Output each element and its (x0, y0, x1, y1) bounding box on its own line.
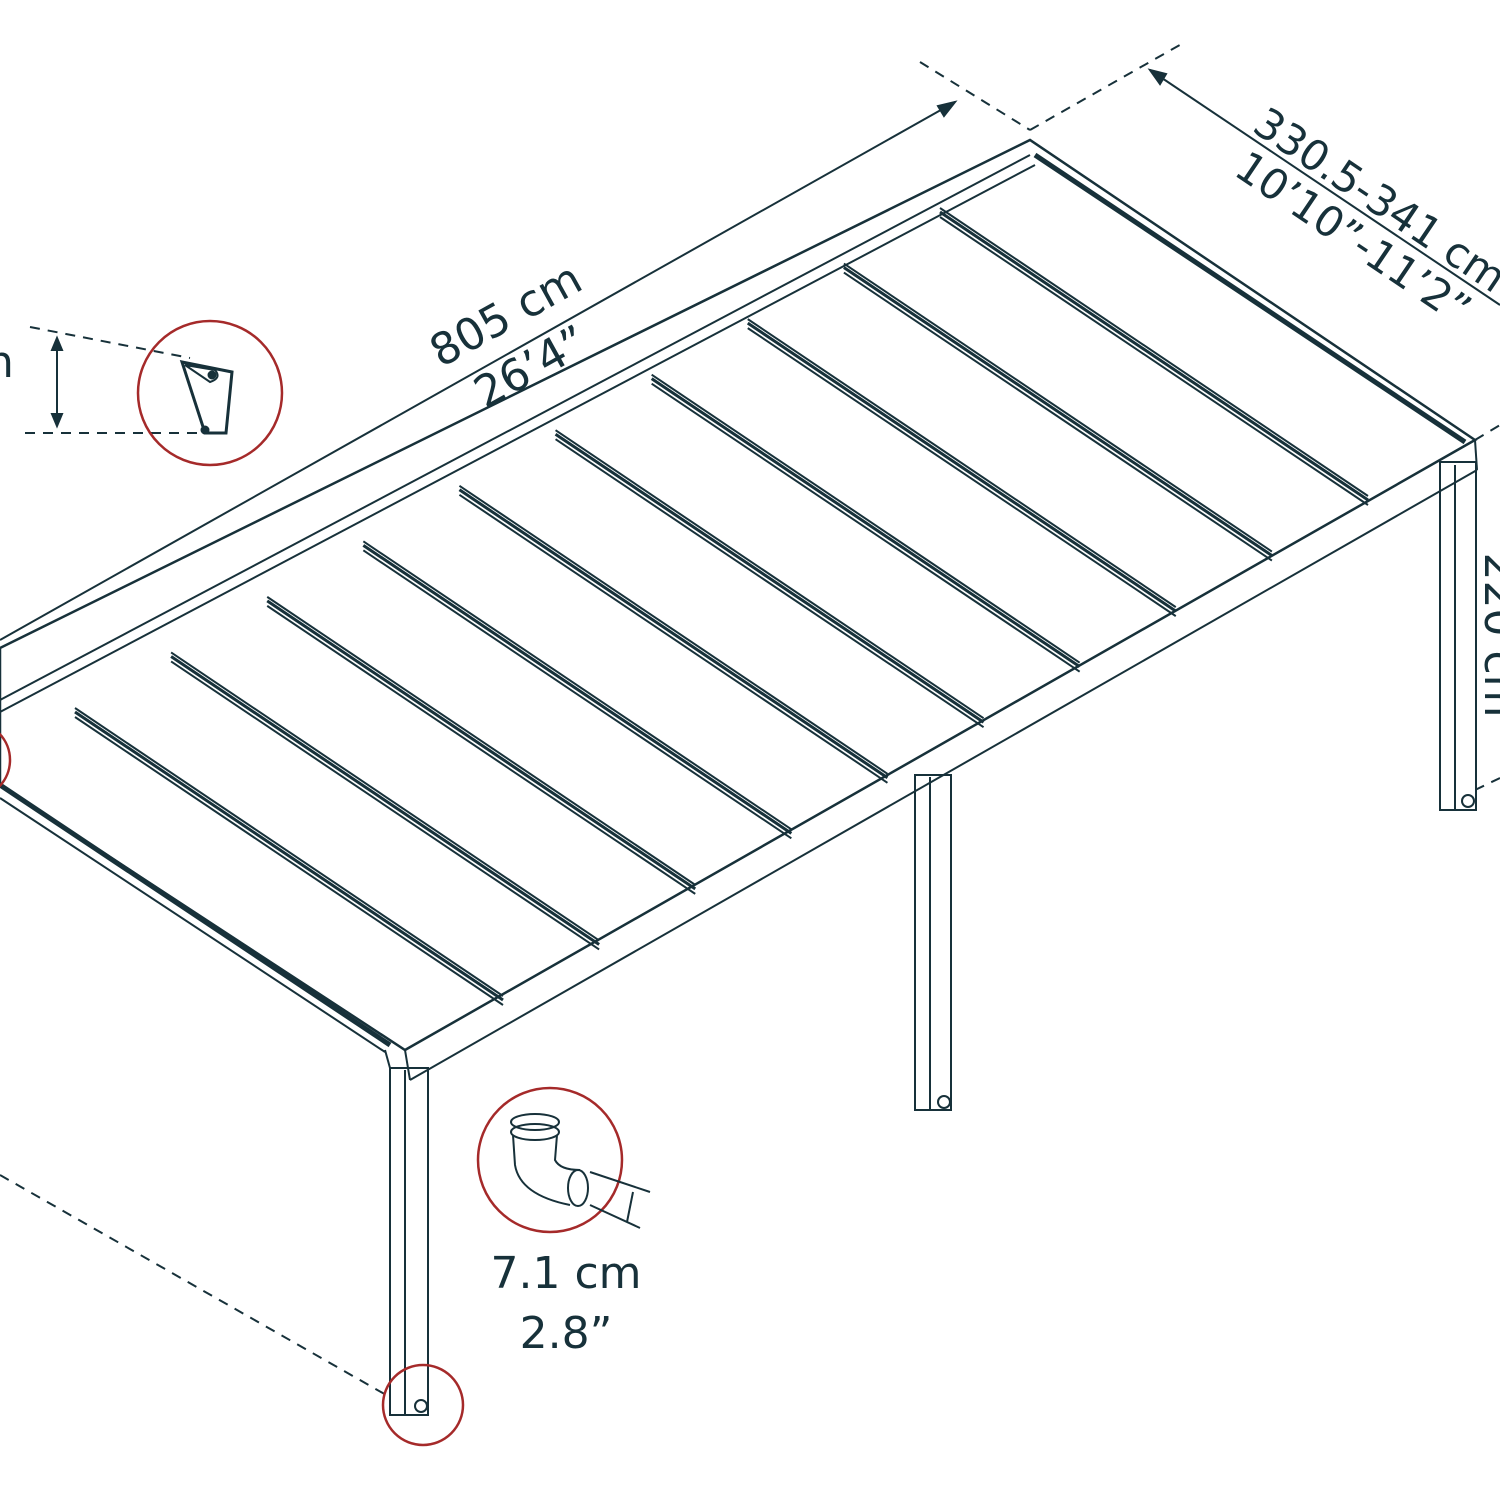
bracket-height-dimension (25, 326, 200, 434)
rafter-bar (266, 596, 697, 895)
roof (0, 138, 1478, 1081)
height-cm-label: 220 cm (1474, 552, 1500, 717)
rafter-bar (554, 429, 985, 729)
rafter-bar (650, 373, 1081, 673)
post-middle (914, 774, 952, 1111)
downpipe-detail (476, 1086, 651, 1234)
downpipe-in-label: 2.8” (520, 1308, 613, 1359)
rafters (74, 207, 1369, 1006)
length-dimension (0, 61, 1031, 641)
post-right (1439, 461, 1477, 811)
rafter-bar (843, 262, 1273, 562)
wall-bracket-detail (136, 319, 284, 467)
downpipe-elbow-icon (510, 1113, 651, 1229)
rafter-bar (458, 484, 889, 784)
rafter-bar (939, 207, 1369, 506)
bracket-height-label: n (0, 337, 14, 388)
post-front-left (389, 1067, 429, 1416)
gutter-corner-detail (0, 732, 12, 788)
post-base-icon (381, 1363, 465, 1447)
downpipe-cm-label: 7.1 cm (490, 1248, 641, 1299)
bottom-dashed-line (0, 1174, 396, 1401)
rafter-bar (74, 707, 504, 1006)
rafter-bar (362, 540, 793, 840)
rafter-bar (170, 651, 600, 951)
rafter-bar (746, 318, 1177, 617)
post-base-detail (381, 1363, 465, 1447)
wall-bracket-icon (179, 360, 234, 435)
width-dimension (1029, 41, 1500, 791)
